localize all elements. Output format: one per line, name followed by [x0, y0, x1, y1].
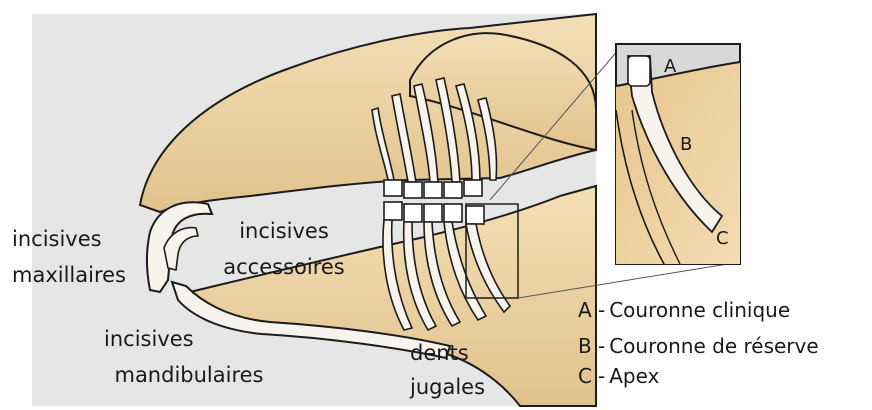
label-line: maxillaires	[12, 262, 126, 288]
legend-dash: -	[598, 298, 605, 322]
label-line: dents	[410, 340, 485, 366]
label-line: jugales	[410, 374, 485, 400]
inset-letter-a: A	[664, 56, 677, 77]
legend-item-c: C-Apex	[578, 364, 659, 388]
legend-text: Apex	[609, 364, 659, 388]
legend-item-b: B-Couronne de réserve	[578, 334, 819, 358]
label-line: accessoires	[214, 254, 354, 280]
cheek-teeth-crowns-lower	[384, 202, 484, 224]
label-incisives-maxillaires: incisives maxillaires	[12, 226, 126, 288]
legend-key: A	[578, 298, 596, 322]
legend-dash: -	[598, 364, 605, 388]
legend-key: C	[578, 364, 596, 388]
legend-text: Couronne clinique	[609, 298, 790, 322]
inset-letter-c: C	[716, 228, 729, 249]
label-incisives-mandibulaires: incisives mandibulaires	[104, 326, 274, 388]
legend-text: Couronne de réserve	[609, 334, 818, 358]
inset-letter-b: B	[680, 134, 692, 155]
legend-dash: -	[598, 334, 605, 358]
label-line: mandibulaires	[104, 362, 274, 388]
label-dents-jugales: dents jugales	[410, 340, 485, 400]
legend-item-a: A-Couronne clinique	[578, 298, 790, 322]
label-line: incisives	[214, 218, 354, 244]
label-incisives-accessoires: incisives accessoires	[214, 218, 354, 280]
label-line: incisives	[104, 326, 274, 352]
label-line: incisives	[12, 226, 126, 252]
cheek-teeth-crowns-upper	[384, 180, 482, 198]
legend-key: B	[578, 334, 596, 358]
